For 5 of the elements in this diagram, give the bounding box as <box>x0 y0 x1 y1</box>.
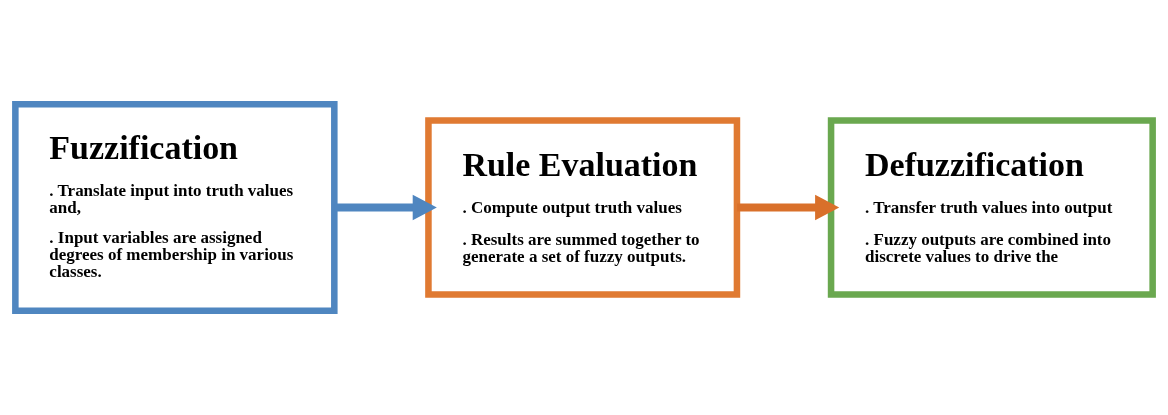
node-box: Fuzzification . Translate input into truth values and, . Input variables are assigned degrees of membership in various classes. <box>12 100 338 315</box>
node-box: Rule Evaluation . Compute output truth values . Results are summed together to generate a set of fuzzy outputs. <box>425 117 741 298</box>
arrow <box>737 194 840 221</box>
arrow <box>334 194 437 221</box>
node-box: Defuzzification . Transfer truth values into output . Fuzzy outputs are combined into discrete values to drive the <box>827 117 1156 298</box>
